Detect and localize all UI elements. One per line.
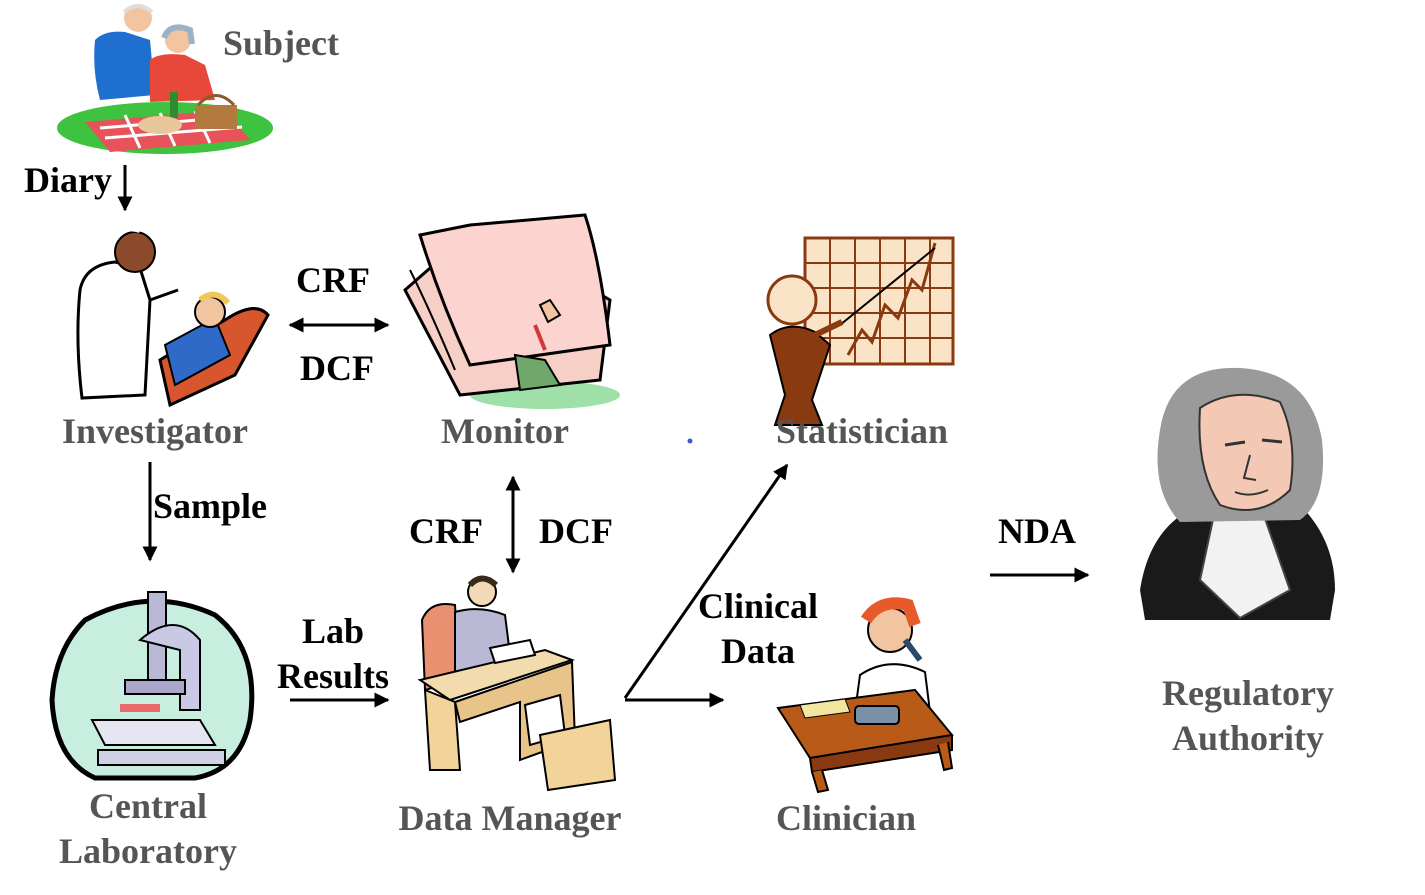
subject-label: Subject xyxy=(223,23,339,63)
statistician-chart-illustration xyxy=(766,236,955,426)
regulatory-authority-label-line1: Regulatory xyxy=(1162,673,1334,713)
monitor-label: Monitor xyxy=(441,411,569,451)
clinical-data-label-line1: Clinical xyxy=(698,586,818,626)
clinical-data-label-line2: Data xyxy=(721,631,795,671)
data-manager-desk-illustration xyxy=(417,575,617,792)
lab-results-label-line1: Lab xyxy=(302,611,364,651)
central-laboratory-microscope-illustration xyxy=(49,591,255,781)
dcf-top-label: DCF xyxy=(300,348,374,388)
data-manager-label: Data Manager xyxy=(399,798,622,838)
stray-dot xyxy=(687,438,693,444)
investigator-doctor-illustration xyxy=(76,225,270,408)
crf-mid-label: CRF xyxy=(409,511,483,551)
subject-picnic-illustration xyxy=(57,4,273,154)
dcf-mid-label: DCF xyxy=(539,511,613,551)
investigator-label: Investigator xyxy=(62,411,248,451)
monitor-folder-illustration xyxy=(403,213,620,409)
regulatory-authority-label-line2: Authority xyxy=(1172,718,1324,758)
clinician-label: Clinician xyxy=(776,798,916,838)
diary-label: Diary xyxy=(24,160,112,200)
flow-arrows xyxy=(117,165,1090,708)
lab-results-label-line2: Results xyxy=(277,656,389,696)
sample-label: Sample xyxy=(153,486,267,526)
clinical-data-to-statistician-arrow xyxy=(623,463,789,699)
clinician-phone-illustration xyxy=(776,597,954,794)
crf-top-label: CRF xyxy=(296,260,370,300)
regulatory-authority-portrait-illustration xyxy=(1140,367,1335,620)
statistician-label: Statistician xyxy=(776,411,948,451)
central-laboratory-label-line1: Central xyxy=(89,786,207,826)
central-laboratory-label-line2: Laboratory xyxy=(59,831,237,871)
nda-label: NDA xyxy=(998,511,1076,551)
